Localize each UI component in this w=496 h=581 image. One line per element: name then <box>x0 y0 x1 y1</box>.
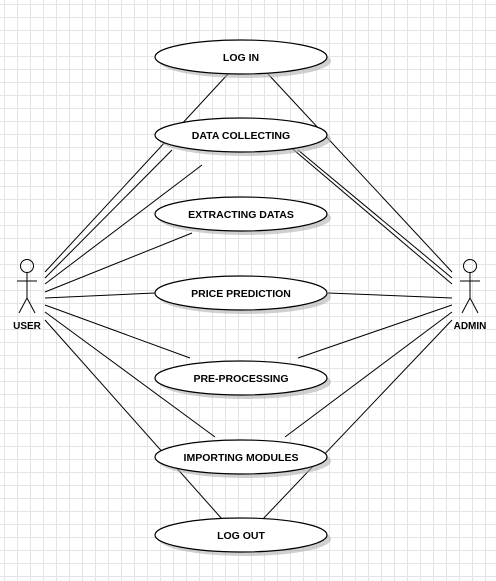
actor-admin-label: ADMIN <box>454 321 487 332</box>
use-case-extracting-datas: EXTRACTING DATAS <box>154 196 331 235</box>
assoc-user-price-prediction <box>44 292 156 299</box>
admin-stick-figure-icon <box>460 259 480 314</box>
use-case-importing-modules: IMPORTING MODULES <box>154 439 331 478</box>
actor-user-label: USER <box>13 321 42 332</box>
assoc-user-importing-modules <box>44 311 216 438</box>
use-case-price-prediction: PRICE PREDICTION <box>154 275 331 314</box>
assoc-user-extracting-datas-b <box>44 232 193 293</box>
admin-associations <box>261 73 453 521</box>
use-case-data-collecting-label: DATA COLLECTING <box>192 130 290 142</box>
assoc-admin-price-prediction <box>327 292 453 299</box>
assoc-admin-importing-modules <box>284 311 453 438</box>
user-associations <box>44 73 229 520</box>
assoc-user-extracting-datas-a <box>44 164 203 285</box>
use-case-logout: LOG OUT <box>154 517 331 556</box>
use-case-importing-modules-label: IMPORTING MODULES <box>184 452 299 464</box>
assoc-admin-data-collecting <box>297 149 453 279</box>
assoc-user-login <box>44 73 229 273</box>
assoc-admin-extracting-datas <box>287 144 453 285</box>
assoc-user-data-collecting <box>44 149 173 279</box>
actor-admin: ADMIN <box>454 259 487 332</box>
assoc-admin-pre-processing <box>297 304 453 359</box>
assoc-admin-login <box>267 73 453 273</box>
use-case-pre-processing: PRE-PROCESSING <box>154 360 331 399</box>
use-case-pre-processing-label: PRE-PROCESSING <box>193 373 288 385</box>
use-case-login-label: LOG IN <box>223 52 259 64</box>
use-case-extracting-datas-label: EXTRACTING DATAS <box>188 209 294 221</box>
use-case-data-collecting: DATA COLLECTING <box>154 117 331 156</box>
use-case-login: LOG IN <box>154 39 331 78</box>
actor-user: USER <box>13 259 42 332</box>
user-stick-figure-icon <box>17 259 37 314</box>
use-case-price-prediction-label: PRICE PREDICTION <box>191 288 291 300</box>
assoc-admin-logout <box>261 319 453 521</box>
assoc-user-logout <box>44 319 223 520</box>
assoc-user-pre-processing <box>44 304 191 359</box>
use-case-logout-label: LOG OUT <box>217 530 265 542</box>
